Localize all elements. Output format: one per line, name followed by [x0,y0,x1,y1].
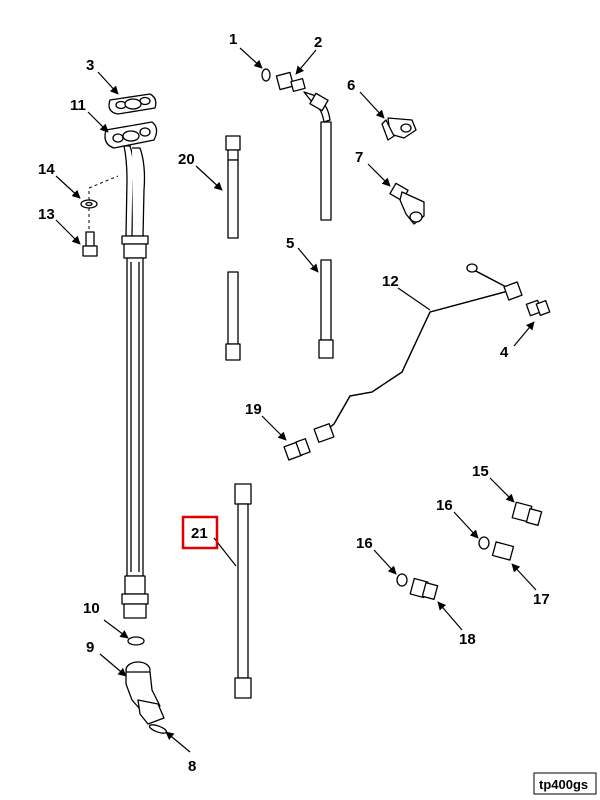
part-12-tube [313,263,523,443]
callout-8: 8 [188,758,196,775]
callout-13: 13 [38,206,55,223]
callout-12: 12 [382,273,399,290]
callout-5: 5 [286,235,294,252]
callout-21-highlight-box [181,515,219,550]
part-21-tube [234,483,252,699]
part-15-fitting [511,501,543,526]
alignment-dash-upper [88,175,119,200]
part-6-clamp [381,117,417,141]
callout-11: 11 [70,97,86,114]
callout-2: 2 [314,34,322,51]
part-3-gasket [108,93,157,115]
part-11-flange-hose [104,121,158,619]
part-4-fitting [525,299,551,317]
callout-21: 21 [191,525,208,542]
part-14-washer [80,199,98,209]
callout-20: 20 [178,151,195,168]
figure-tag-label: tp400gs [539,777,588,792]
part-7-elbow [389,182,425,225]
leader-lines [55,47,537,753]
callout-6: 6 [347,77,355,94]
callout-16-lower: 16 [356,535,373,552]
part-5-tube [318,121,334,359]
part-17-cap [491,541,515,561]
callout-4: 4 [500,344,509,361]
callouts: 1 2 3 4 5 6 7 8 9 10 11 12 13 14 15 16 1… [38,31,550,775]
part-2-fitting [275,71,331,123]
callout-18: 18 [459,631,476,648]
callout-16-upper: 16 [436,497,453,514]
part-13-bolt [82,231,98,257]
figure-tag: tp400gs [533,772,597,795]
part-19-fitting [283,438,311,461]
callout-17: 17 [533,591,550,608]
part-1-o-ring [261,68,271,82]
part-20-tube [225,135,241,361]
callout-10: 10 [83,600,100,617]
part-18-fitting [409,577,439,600]
part-10-o-ring [127,636,145,646]
callout-15: 15 [472,463,489,480]
callout-3: 3 [86,57,94,74]
part-8-seal [148,724,168,734]
part-16-o-ring-lower [396,573,408,587]
callout-1: 1 [229,31,237,48]
part-16-o-ring-upper [478,536,490,550]
callout-19: 19 [245,401,262,418]
callout-7: 7 [355,149,363,166]
part-9-elbow [125,661,165,725]
callout-14: 14 [38,161,55,178]
callout-9: 9 [86,639,94,656]
